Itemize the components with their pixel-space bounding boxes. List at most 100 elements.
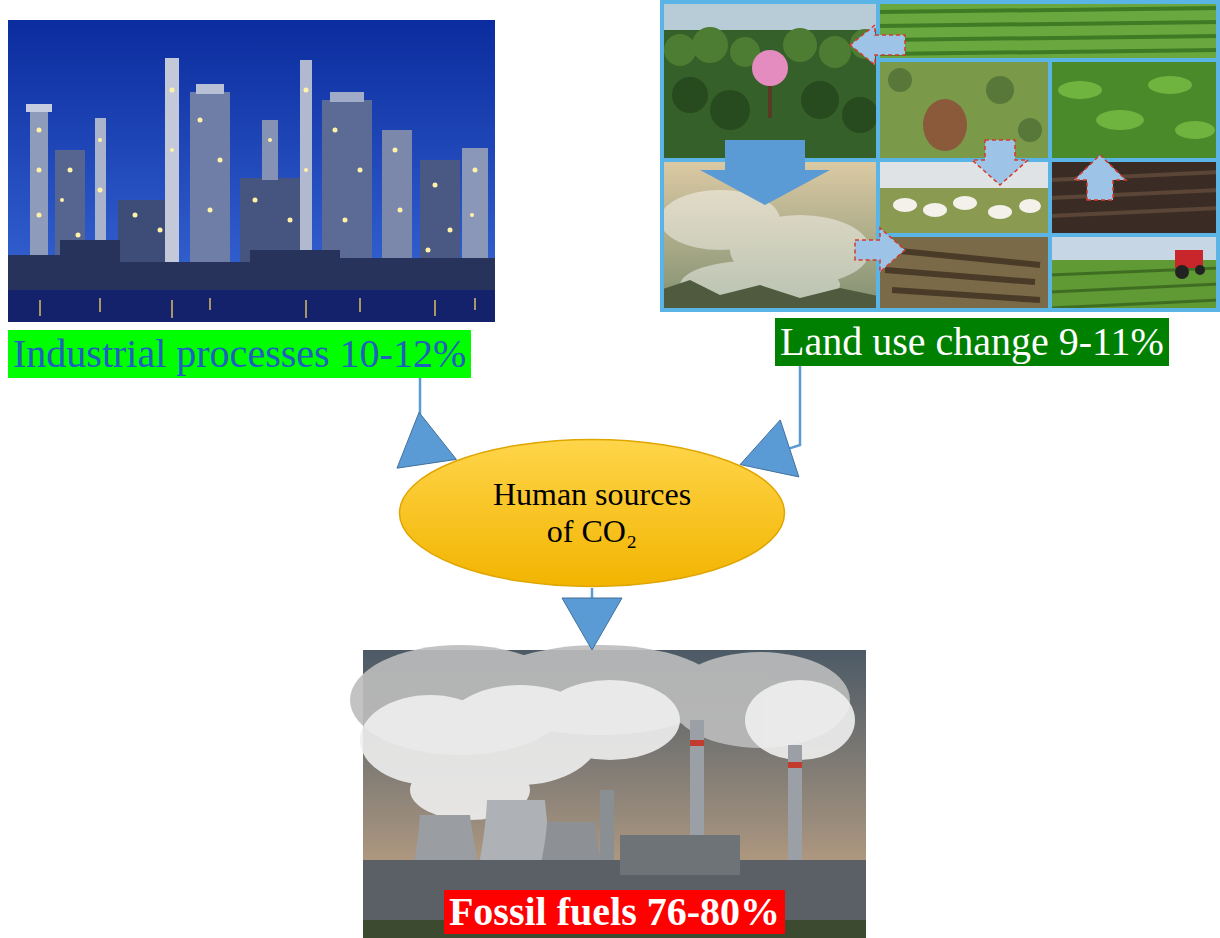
arrow-head xyxy=(740,420,799,477)
land-use-collage-part-part xyxy=(890,250,1040,265)
land-use-collage-part-part xyxy=(672,77,708,113)
land-use-collage-part-part xyxy=(819,36,851,68)
refinery-illustration-part-part xyxy=(473,168,478,173)
land-use-collage xyxy=(660,0,1220,312)
refinery-illustration-part-part xyxy=(358,168,363,173)
land-use-collage-part-part xyxy=(1050,284,1220,292)
ellipse-node: Human sources of CO₂ xyxy=(398,438,786,588)
land-use-collage-part-part xyxy=(662,2,878,160)
refinery-illustration-part-part xyxy=(333,128,338,133)
land-use-collage-part xyxy=(1050,60,1220,160)
refinery-illustration-part-part xyxy=(304,168,308,172)
land-use-collage-part-part xyxy=(710,90,750,130)
refinery-illustration-part-part xyxy=(304,88,309,93)
land-use-collage-part-part xyxy=(692,27,728,63)
land-use-collage-part-part xyxy=(1018,118,1042,142)
land-use-collage-part xyxy=(1195,265,1205,275)
refinery-illustration-part xyxy=(40,298,475,318)
land-use-collage-part xyxy=(878,235,1050,312)
refinery-illustration-part-part xyxy=(359,298,361,312)
land-use-collage-part-part xyxy=(892,290,1040,300)
refinery-illustration-part-part xyxy=(208,208,213,213)
land-use-collage-part xyxy=(878,60,1050,160)
land-use-collage-part xyxy=(660,0,878,30)
land-use-collage-part-part xyxy=(1050,300,1220,308)
land-use-collage-part xyxy=(885,250,1040,300)
refinery-illustration-part-part xyxy=(426,248,431,253)
land-use-collage-part-part xyxy=(888,68,912,92)
refinery-illustration-part-part xyxy=(398,208,403,213)
refinery-illustration-part xyxy=(330,92,364,102)
land-use-collage-part xyxy=(660,280,878,312)
refinery-illustration-part-part xyxy=(433,183,438,188)
refinery-illustration-part xyxy=(190,92,230,290)
caption-label: Industrial processes 10-12% xyxy=(8,330,471,378)
refinery-illustration-part-part xyxy=(99,298,101,312)
refinery-illustration-part xyxy=(8,290,495,322)
land-use-collage-part-part xyxy=(1074,155,1126,200)
land-use-collage-part xyxy=(700,140,830,205)
land-use-collage-part-part xyxy=(923,203,947,217)
land-use-collage-part-part xyxy=(842,97,878,133)
land-use-collage-part-part xyxy=(783,28,817,62)
land-use-collage-part-part xyxy=(953,196,977,210)
land-use-collage-part xyxy=(1050,160,1220,235)
refinery-illustration-part xyxy=(26,104,52,112)
refinery-illustration-part-part xyxy=(98,138,102,142)
land-use-collage-part-part xyxy=(988,205,1012,219)
land-use-collage-part-part xyxy=(664,34,696,66)
refinery-illustration-part-part xyxy=(474,298,476,310)
refinery-illustration-part-part xyxy=(133,213,138,218)
ellipse-shape xyxy=(400,440,785,587)
refinery-illustration-part-part xyxy=(305,300,307,318)
land-use-collage-part-part xyxy=(893,198,917,212)
land-use-collage-part-part xyxy=(1148,76,1192,94)
refinery-illustration-part-part xyxy=(393,148,398,153)
power-plant-illustration-part xyxy=(620,835,740,875)
refinery-illustration-part xyxy=(196,84,224,94)
land-use-collage-part xyxy=(888,68,1042,142)
land-use-collage-part-part xyxy=(878,50,1220,54)
refinery-illustration-part-part xyxy=(68,168,73,173)
land-use-collage-part-part xyxy=(878,36,1220,40)
caption-label: Fossil fuels 76-80% xyxy=(444,890,785,934)
flow-arrow xyxy=(562,588,622,650)
photo-box: Fossil fuels 76-80% xyxy=(363,650,866,934)
land-use-collage-part xyxy=(893,196,1041,219)
land-use-collage-part-part xyxy=(1050,60,1218,160)
arrow-shaft xyxy=(591,588,594,598)
land-use-collage-part xyxy=(752,50,788,86)
refinery-illustration-part-part xyxy=(37,128,42,133)
refinery-illustration-part-part xyxy=(171,300,173,318)
land-use-collage-part xyxy=(923,99,967,151)
land-use-collage-part-part xyxy=(878,60,1050,160)
photo-box: Industrial processes 10-12% xyxy=(8,20,495,378)
land-use-collage-part xyxy=(878,188,1050,235)
refinery-illustration-part xyxy=(262,120,278,180)
refinery-illustration-part-part xyxy=(448,228,453,233)
land-use-collage-part-part xyxy=(1050,160,1218,235)
land-use-collage-part-part xyxy=(878,235,1050,310)
refinery-illustration-part-part xyxy=(268,138,272,142)
power-plant-illustration-part-part xyxy=(540,680,680,760)
power-plant-illustration-part xyxy=(363,860,866,938)
refinery-illustration-part-part xyxy=(170,148,174,152)
land-use-collage-part-part xyxy=(1058,81,1102,99)
land-use-collage-part-part xyxy=(885,270,1035,282)
refinery-illustration-part-part xyxy=(37,213,42,218)
caption-label: Land use change 9-11% xyxy=(775,318,1169,366)
land-use-collage-part-part xyxy=(1096,110,1144,130)
refinery-illustration-part-part xyxy=(39,300,41,316)
land-use-collage-part-part xyxy=(855,228,905,272)
land-use-collage-part xyxy=(878,0,1220,60)
refinery-illustration-part-part xyxy=(218,158,223,163)
refinery-illustration-part-part xyxy=(209,298,211,310)
land-use-collage-part-part xyxy=(986,76,1014,104)
land-use-collage-part-part xyxy=(1050,235,1218,310)
power-plant-illustration-part xyxy=(788,762,802,768)
refinery-illustration-part-part xyxy=(198,118,203,123)
flow-arrow xyxy=(397,378,456,468)
land-use-collage-part-part xyxy=(850,25,905,65)
refinery-illustration-part-part xyxy=(253,198,258,203)
land-use-collage-part-part xyxy=(878,2,1218,60)
